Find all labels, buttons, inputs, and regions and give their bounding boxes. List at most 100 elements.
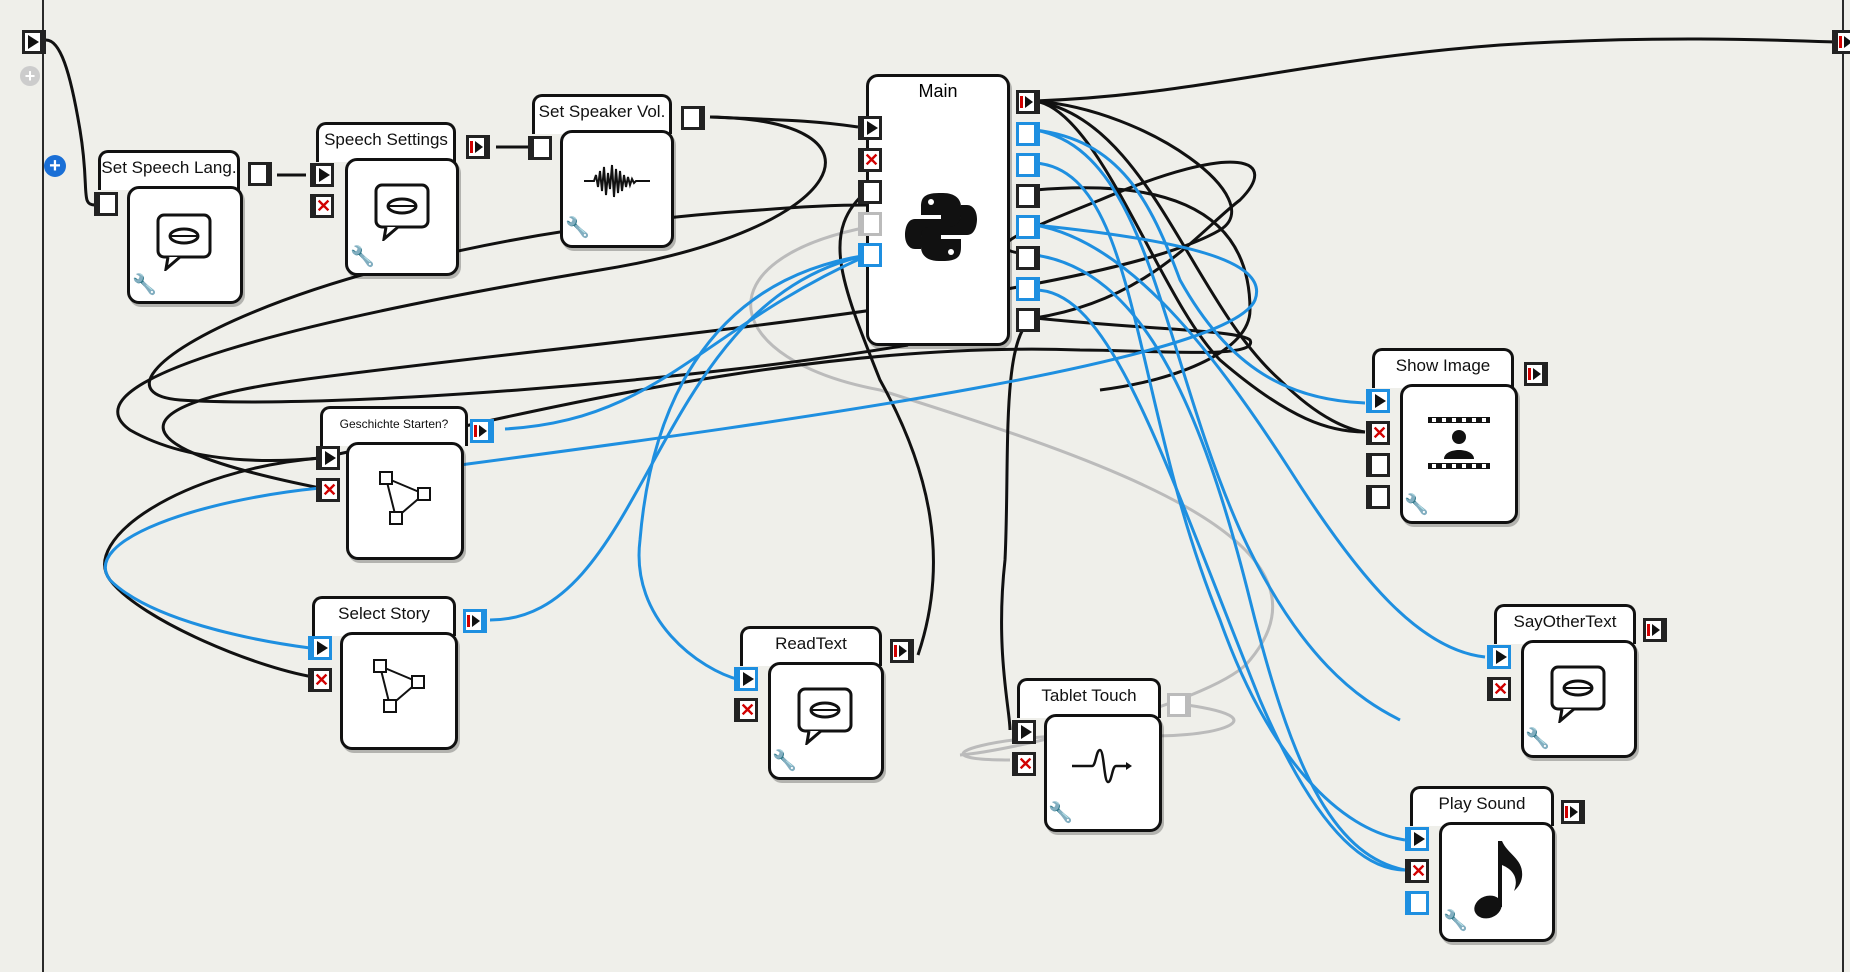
geschichte-starten-box[interactable] [346,442,464,560]
speech-settings-onstart-port[interactable] [310,163,334,187]
main-title: Main [918,81,958,101]
geschichte-starten-onstop-port[interactable]: ✕ [316,478,340,502]
film-person-icon [1423,407,1495,479]
show-image-title[interactable]: Show Image [1372,348,1514,388]
wire [1034,223,1486,659]
play-sound-input-3-port[interactable] [1405,891,1429,915]
main-stopped-port[interactable] [1016,90,1040,114]
tablet-touch-output-port[interactable] [1167,693,1191,717]
show-image-box[interactable] [1400,384,1518,524]
wire [1034,37,1837,103]
wire [103,486,321,650]
geschichte-starten-title[interactable]: Geschichte Starten? [320,406,468,446]
show-image-input-3-port[interactable] [1366,453,1390,477]
main-onstop-port[interactable]: ✕ [858,148,882,172]
main-output-7-port[interactable] [1016,277,1040,301]
wrench-icon[interactable]: 🔧 [1525,728,1550,750]
set-speech-lang-onstart-port[interactable] [94,192,118,216]
play-sound-box[interactable] [1439,822,1555,942]
wire [1034,253,1406,872]
show-image-onstop-port[interactable]: ✕ [1366,421,1390,445]
waveform-icon [581,151,653,211]
canvas-left-border [42,0,44,972]
speech-settings-stopped-port[interactable] [466,135,490,159]
set-speech-lang-output-port[interactable] [248,162,272,186]
show-image-stopped-port[interactable] [1524,362,1548,386]
speech-settings-box[interactable] [345,158,459,276]
add-box-icon[interactable]: + [44,155,66,177]
set-speaker-vol-title[interactable]: Set Speaker Vol. [532,94,672,134]
read-text-title[interactable]: ReadText [740,626,882,666]
say-other-text-stopped-port[interactable] [1643,618,1667,642]
wire [504,253,869,431]
say-other-text-box[interactable] [1521,640,1637,758]
wrench-icon[interactable]: 🔧 [350,246,375,268]
speech-bubble-icon [789,681,861,749]
select-story-title[interactable]: Select Story [312,596,456,636]
wrench-icon[interactable]: 🔧 [1048,802,1073,824]
wire [1034,161,1406,842]
set-speech-lang-title[interactable]: Set Speech Lang. [98,150,240,190]
tablet-touch-onstop-port[interactable]: ✕ [1012,752,1036,776]
behavior-input-port[interactable] [22,30,46,54]
main-input-4-port[interactable] [858,212,882,236]
main-output-5-port[interactable] [1016,215,1040,239]
select-story-box[interactable] [340,632,458,750]
play-sound-title[interactable]: Play Sound [1410,786,1554,826]
show-image-input-4-port[interactable] [1366,485,1390,509]
read-text-box[interactable] [768,662,884,780]
wire [1034,128,1366,405]
main-output-4-port[interactable] [1016,184,1040,208]
select-story-onstop-port[interactable]: ✕ [308,668,332,692]
speech-settings-onstop-port[interactable]: ✕ [310,194,334,218]
wrench-icon[interactable]: 🔧 [1404,494,1429,516]
set-speaker-vol-onstart-port[interactable] [528,136,552,160]
choice-graph-icon [371,465,441,535]
wire [161,99,1234,490]
tablet-touch-onstart-port[interactable] [1012,720,1036,744]
geschichte-starten-onstart-port[interactable] [316,446,340,470]
set-speaker-vol-box[interactable] [560,130,674,248]
wrench-icon[interactable]: 🔧 [132,274,157,296]
wrench-icon[interactable]: 🔧 [1443,910,1468,932]
wire [147,203,909,404]
read-text-onstop-port[interactable]: ✕ [734,698,758,722]
say-other-text-onstart-port[interactable] [1487,645,1511,669]
main-output-2-port[interactable] [1016,122,1040,146]
main-onstart-port[interactable] [858,116,882,140]
read-text-onstart-port[interactable] [734,667,758,691]
main-input-5-port[interactable] [858,243,882,267]
wire [838,188,935,656]
tablet-touch-box[interactable] [1044,714,1162,832]
main-box[interactable]: Main [866,74,1010,346]
show-image-onstart-port[interactable] [1366,389,1390,413]
main-output-3-port[interactable] [1016,153,1040,177]
music-note-icon [1464,835,1534,925]
play-sound-stopped-port[interactable] [1561,800,1585,824]
play-sound-onstop-port[interactable]: ✕ [1405,859,1429,883]
select-story-output-port[interactable] [463,609,487,633]
wire [459,223,1259,467]
speech-settings-title[interactable]: Speech Settings [316,122,456,162]
say-other-text-onstop-port[interactable]: ✕ [1487,677,1511,701]
set-speech-lang-box[interactable] [127,186,243,304]
behavior-output-port[interactable] [1832,30,1850,54]
tablet-touch-title[interactable]: Tablet Touch [1017,678,1161,718]
wrench-icon[interactable]: 🔧 [772,750,797,772]
read-text-stopped-port[interactable] [890,639,914,663]
wire [1034,128,1401,722]
main-output-6-port[interactable] [1016,246,1040,270]
geschichte-starten-output-port[interactable] [470,419,494,443]
wrench-icon[interactable]: 🔧 [565,217,590,239]
play-sound-onstart-port[interactable] [1405,827,1429,851]
say-other-text-title[interactable]: SayOtherText [1494,604,1636,644]
set-speaker-vol-output-port[interactable] [681,106,705,130]
main-output-8-port[interactable] [1016,308,1040,332]
python-logo-icon [901,187,981,267]
wire [45,38,96,207]
main-input-3-port[interactable] [858,180,882,204]
choice-graph-icon [365,653,435,723]
select-story-onstart-port[interactable] [308,636,332,660]
add-input-icon[interactable]: + [20,66,40,86]
